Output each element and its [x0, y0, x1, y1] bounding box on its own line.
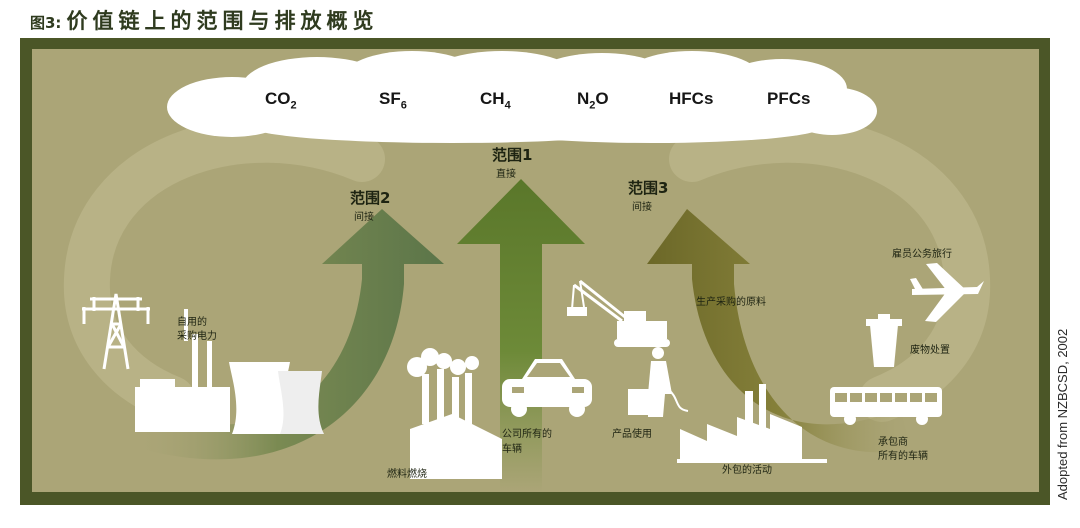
source-credit: Adopted from NZBCSD, 2002 [1055, 328, 1070, 500]
outsourced-factory-icon [677, 384, 827, 463]
factory-icon [407, 348, 502, 479]
car-icon [502, 359, 592, 417]
scope3-label: 范围3 间接 [628, 177, 668, 213]
scope1-arrow [457, 179, 585, 492]
label-fuel-combustion: 燃料燃烧 [387, 469, 427, 480]
crane-icon [567, 279, 670, 347]
power-tower-icon [82, 293, 150, 370]
label-company-vehicles-1: 公司所有的 [502, 429, 552, 440]
scope2-label: 范围2 间接 [350, 187, 390, 223]
figure-title: 图3: 价值链上的范围与排放概览 [30, 6, 379, 36]
scope1-sub: 直接 [496, 169, 516, 180]
label-purchased-materials: 生产采购的原料 [696, 297, 766, 308]
scope1-name: 范围1 [492, 146, 533, 164]
figure-title-text: 价值链上的范围与排放概览 [66, 9, 379, 33]
value-chain-diagram [63, 51, 991, 492]
gas-co2: CO2 [265, 89, 297, 112]
gas-hfcs: HFCs [669, 89, 714, 108]
scope3-arrow [647, 209, 912, 453]
power-plant-icon [135, 309, 324, 434]
diagram-panel: CO2 SF6 CH4 N2O HFCs PFCs 范围1 直接 范围2 间接 … [32, 49, 1039, 492]
label-business-travel: 雇员公务旅行 [892, 249, 952, 260]
label-self-power-2: 采购电力 [177, 331, 217, 342]
scope2-arrow [142, 209, 444, 460]
gas-ch4: CH4 [480, 89, 511, 112]
worker-icon [628, 347, 689, 417]
scope2-swirl [63, 116, 385, 422]
gas-sf6: SF6 [379, 89, 407, 112]
scope3-swirl [669, 116, 991, 422]
scope2-name: 范围2 [350, 189, 391, 207]
label-self-power-1: 自用的 [177, 317, 207, 328]
figure-number: 图3: [30, 14, 62, 32]
label-contractor-1: 承包商 [878, 437, 908, 448]
label-waste: 废物处置 [910, 345, 950, 356]
label-outsourced: 外包的活动 [722, 465, 772, 476]
scope3-name: 范围3 [628, 179, 669, 197]
bus-icon [830, 387, 942, 425]
gas-n2o: N2O [577, 89, 609, 112]
label-product-use: 产品使用 [612, 429, 652, 440]
label-contractor-2: 所有的车辆 [878, 451, 928, 462]
gas-pfcs: PFCs [767, 89, 811, 108]
scope1-label: 范围1 直接 [492, 144, 532, 180]
scope3-sub: 间接 [632, 202, 652, 213]
trash-can-icon [866, 314, 902, 367]
label-company-vehicles-2: 车辆 [502, 444, 522, 455]
scope2-sub: 间接 [354, 212, 374, 223]
cloud [167, 51, 877, 143]
airplane-icon [910, 263, 984, 322]
